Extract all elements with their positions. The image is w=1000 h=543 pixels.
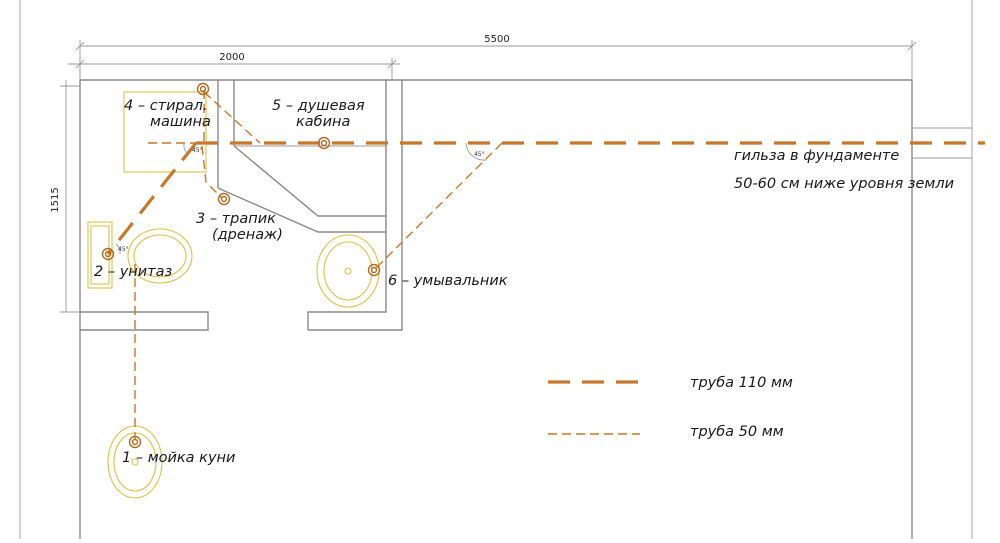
riser-washer (196, 82, 210, 96)
riser-shower (317, 136, 331, 150)
sleeve-note-line1: гильза в фундаменте (734, 148, 899, 164)
riser-toilet (101, 247, 115, 261)
angle-mark-1: 45° (183, 142, 203, 155)
washer-label-line1: 4 – стирал. (124, 98, 208, 114)
legend: труба 110 мм труба 50 мм (548, 375, 793, 440)
legend-label-50: труба 50 мм (690, 424, 784, 440)
dimension-room-label: 2000 (219, 52, 244, 63)
washer-label-line2: машина (150, 114, 211, 130)
legend-item-110: труба 110 мм (548, 375, 793, 391)
svg-text:45°: 45° (474, 151, 485, 158)
bathroom-walls (80, 80, 972, 331)
toilet-label: 2 – унитаз (94, 264, 173, 280)
angle-mark-3: 45° (465, 142, 487, 161)
shower-label-line1: 5 – душевая (272, 98, 365, 114)
shower-label-line2: кабина (296, 114, 350, 130)
riser-drain (217, 192, 231, 206)
sleeve-note-line2: 50-60 см ниже уровня земли (734, 176, 954, 192)
washing-machine (123, 91, 207, 173)
toilet-fixture (87, 221, 193, 289)
angle-mark-2: 45° (115, 243, 129, 255)
dimension-depth-label: 1515 (50, 187, 61, 212)
dimension-room: 2000 (68, 52, 400, 80)
kitchen-sink-label: 1 – мойка куни (122, 450, 235, 466)
riser-washbasin (367, 263, 381, 277)
washbasin-fixture (316, 234, 380, 308)
dimension-depth: 1515 (50, 80, 80, 313)
svg-text:45°: 45° (118, 246, 129, 253)
svg-text:45°: 45° (192, 147, 203, 154)
drain-label-line2: (дренаж) (212, 227, 283, 243)
pipe-50-network (134, 90, 503, 440)
dimension-total-label: 5500 (484, 34, 509, 45)
riser-kitchen-sink (128, 435, 142, 449)
washbasin-label: 6 – умывальник (388, 273, 508, 289)
legend-item-50: труба 50 мм (548, 424, 784, 440)
legend-label-110: труба 110 мм (690, 375, 793, 391)
dimension-total: 5500 (75, 34, 917, 80)
drain-label-line1: 3 – трапик (196, 211, 276, 227)
pipe-110-network (106, 141, 985, 255)
